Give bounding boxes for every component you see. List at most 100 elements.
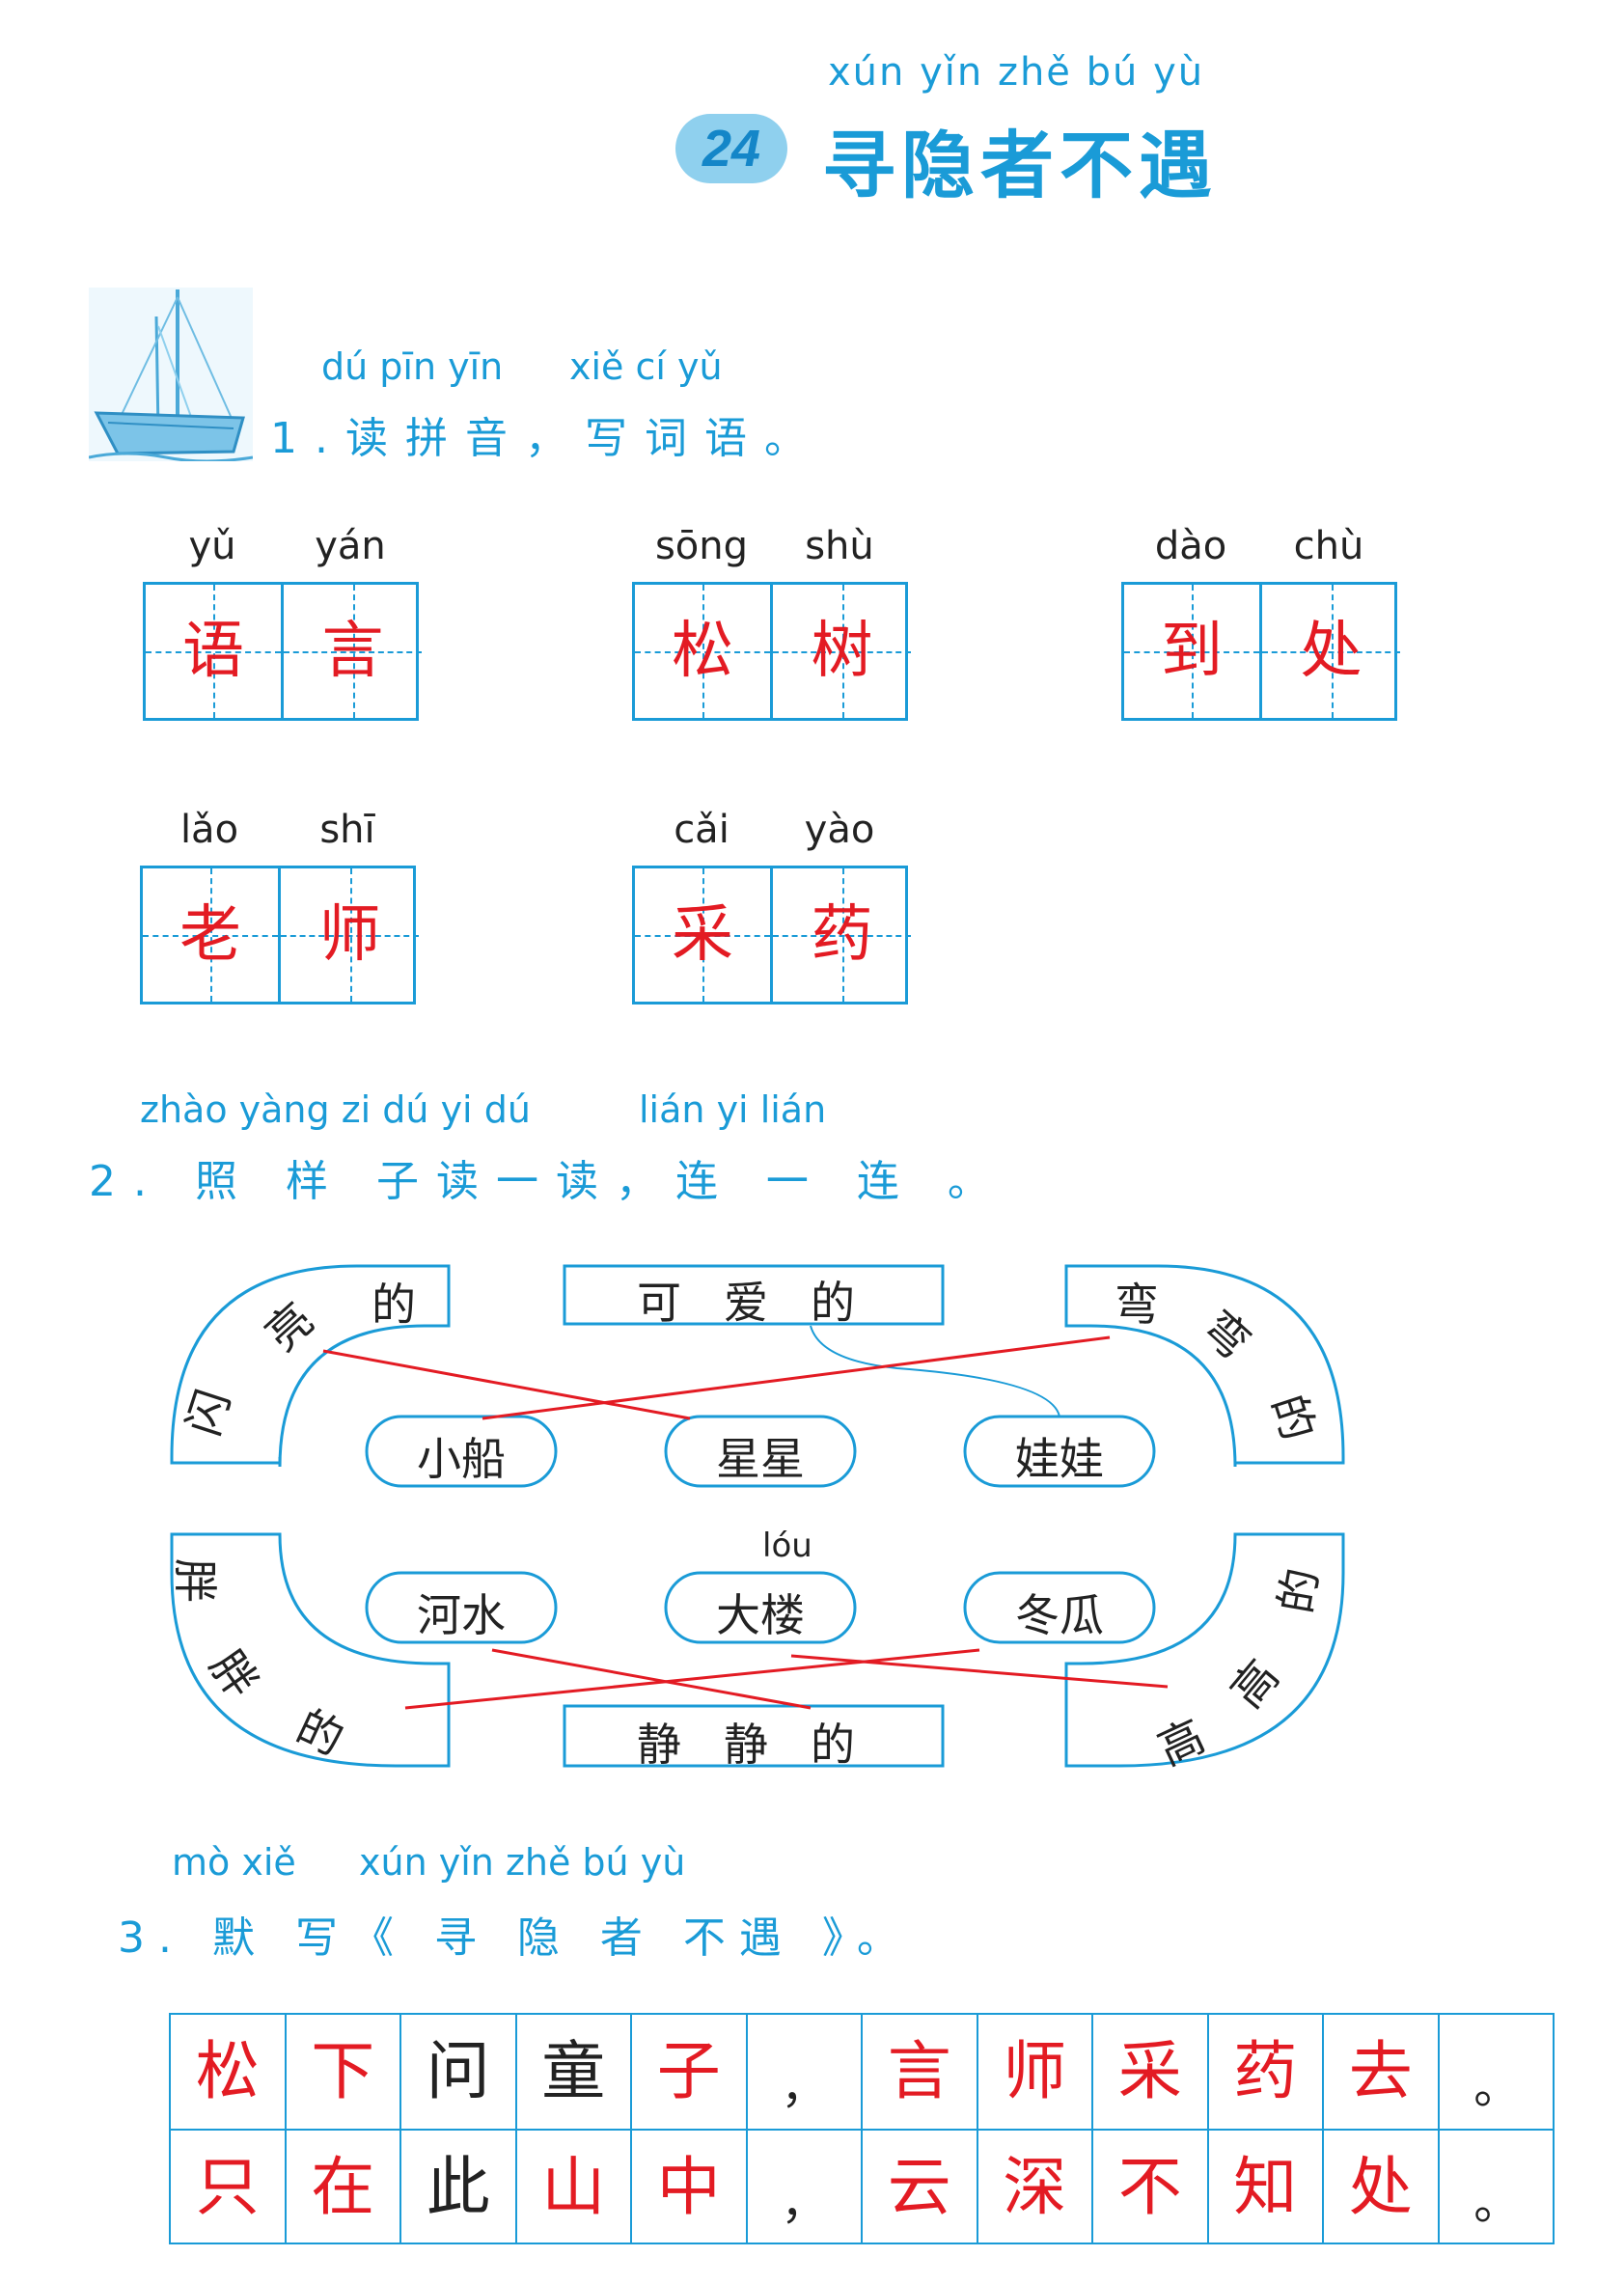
poem-cell: 言 [863,2015,978,2129]
word-pinyin: yǔ [188,524,236,568]
curve-keai-wawa [810,1325,1060,1417]
grid-guide-horizontal [284,651,422,653]
poem-cell: 问 [401,2015,517,2129]
poem-cell: 不 [1093,2131,1209,2244]
poem-cell: 知 [1209,2131,1324,2244]
grid-guide-horizontal [635,935,770,937]
grid-guide-horizontal [773,935,911,937]
noun-donggua: 冬瓜 [1015,1589,1104,1641]
answer-char: 老 [179,899,241,971]
answer-char: 师 [318,899,381,971]
frame-bottom-right [1064,1532,1345,1768]
poem-cell: 下 [287,2015,401,2129]
grid-cell: 处 [1262,585,1400,718]
section3-pinyin-b: xún yǐn zhě bú yù [359,1841,686,1884]
tian-zi-grid: 到处 [1121,582,1400,721]
oval-donggua [963,1571,1156,1644]
word-pinyin: dào [1154,524,1227,568]
section2-instruction: 2. 照 样 子读一读，连 一 连 。 [89,1157,1007,1206]
tm-char-3: 的 [811,1277,855,1329]
poem-cell: 云 [863,2131,978,2244]
poem-cell: 只 [171,2131,287,2244]
poem-table: 松下问童子，言师采药去。 只在此山中，云深不知处。 [169,2013,1555,2244]
poem-cell: 深 [978,2131,1093,2244]
grid-cell: 树 [773,585,911,718]
grid-cell: 采 [635,868,773,1002]
noun-xingxing: 星星 [716,1433,805,1485]
frame-bottom-middle [563,1704,945,1768]
dalou-pinyin: lóu [762,1527,812,1565]
poem-cell: 师 [978,2015,1093,2129]
grid-guide-horizontal [146,651,281,653]
poem-cell: 药 [1209,2015,1324,2129]
line-shanliang-xingxing [322,1349,691,1420]
line-heshui-jingjing [491,1648,812,1710]
grid-guide-horizontal [281,935,419,937]
grid-guide-horizontal [1262,651,1400,653]
grid-guide-horizontal [1124,651,1259,653]
poem-cell: 童 [517,2015,632,2129]
oval-xiaochuan [365,1415,558,1488]
word-pinyin: yán [315,524,386,568]
poem-row-1: 松下问童子，言师采药去。 [171,2015,1553,2131]
grid-cell: 老 [143,868,281,1002]
bm-char-3: 的 [811,1719,855,1771]
tl-char-3: 的 [372,1279,416,1331]
poem-cell: 山 [517,2131,632,2244]
poem-cell: 此 [401,2131,517,2244]
page-title: 寻隐者不遇 [822,123,1218,208]
poem-cell: 去 [1324,2015,1440,2129]
grid-guide-horizontal [773,651,911,653]
line-dalou-gaogao [790,1654,1169,1689]
oval-dalou [664,1571,857,1644]
oval-heshui [365,1571,558,1644]
word-pinyin: shī [319,808,375,852]
grid-guide-horizontal [143,935,278,937]
grid-cell: 语 [146,585,284,718]
answer-lines [322,1335,1169,1710]
tian-zi-grid: 松树 [632,582,911,721]
bl-char-1: 胖 [169,1558,221,1603]
word-pinyin: sōng [654,524,749,568]
poem-cell: 采 [1093,2015,1209,2129]
word-pinyin: lǎo [179,808,239,852]
sailboat-icon [89,288,253,461]
section3-pinyin-a: mò xiě [172,1841,296,1884]
line-donggua-pangpang [404,1648,980,1710]
grid-cell: 药 [773,868,911,1002]
word-pinyin: shù [805,524,874,568]
poem-cell: 松 [171,2015,287,2129]
title-pinyin: xún yǐn zhě bú yù [828,50,1205,95]
matching-frames [170,1264,1345,1768]
word-pinyin: yào [804,808,875,852]
word-pinyin: cǎi [674,808,729,852]
tm-char-2: 爱 [724,1277,768,1329]
poem-cell: 处 [1324,2131,1440,2244]
section2-pinyin-b: lián yi lián [639,1088,827,1131]
grid-cell: 松 [635,585,773,718]
matching-exercise: 闪 亮 的 可 爱 的 弯 弯 的 小船 星星 娃娃 lóu 河水 大楼 冬瓜 … [164,1225,1361,1785]
poem-cell: ， [748,2131,863,2244]
section1-pinyin-b: xiě cí yǔ [569,345,723,388]
answer-char: 到 [1161,616,1223,687]
line-wanwan-xiaochuan [482,1335,1111,1420]
poem-cell: ， [748,2015,863,2129]
tian-zi-grid: 采药 [632,866,911,1004]
word-pinyin: chù [1293,524,1364,568]
frame-top-middle [563,1264,945,1326]
frame-top-right [1064,1264,1345,1468]
answer-char: 树 [811,616,873,687]
section3-instruction: 3. 默 写《 寻 隐 者 不遇 》。 [118,1913,913,1963]
poem-cell: 在 [287,2131,401,2244]
section1-pinyin-a: dú pīn yīn [321,345,504,388]
grid-guide-horizontal [635,651,770,653]
poem-row-2: 只在此山中，云深不知处。 [171,2131,1553,2244]
bm-char-2: 静 [724,1719,768,1771]
poem-cell: 。 [1473,2060,1521,2114]
noun-wawa: 娃娃 [1015,1433,1104,1485]
answer-char: 言 [321,616,384,687]
tr-char-1: 弯 [1115,1279,1159,1331]
bm-char-1: 静 [637,1719,681,1771]
grid-cell: 到 [1124,585,1262,718]
noun-dalou: 大楼 [716,1589,805,1641]
